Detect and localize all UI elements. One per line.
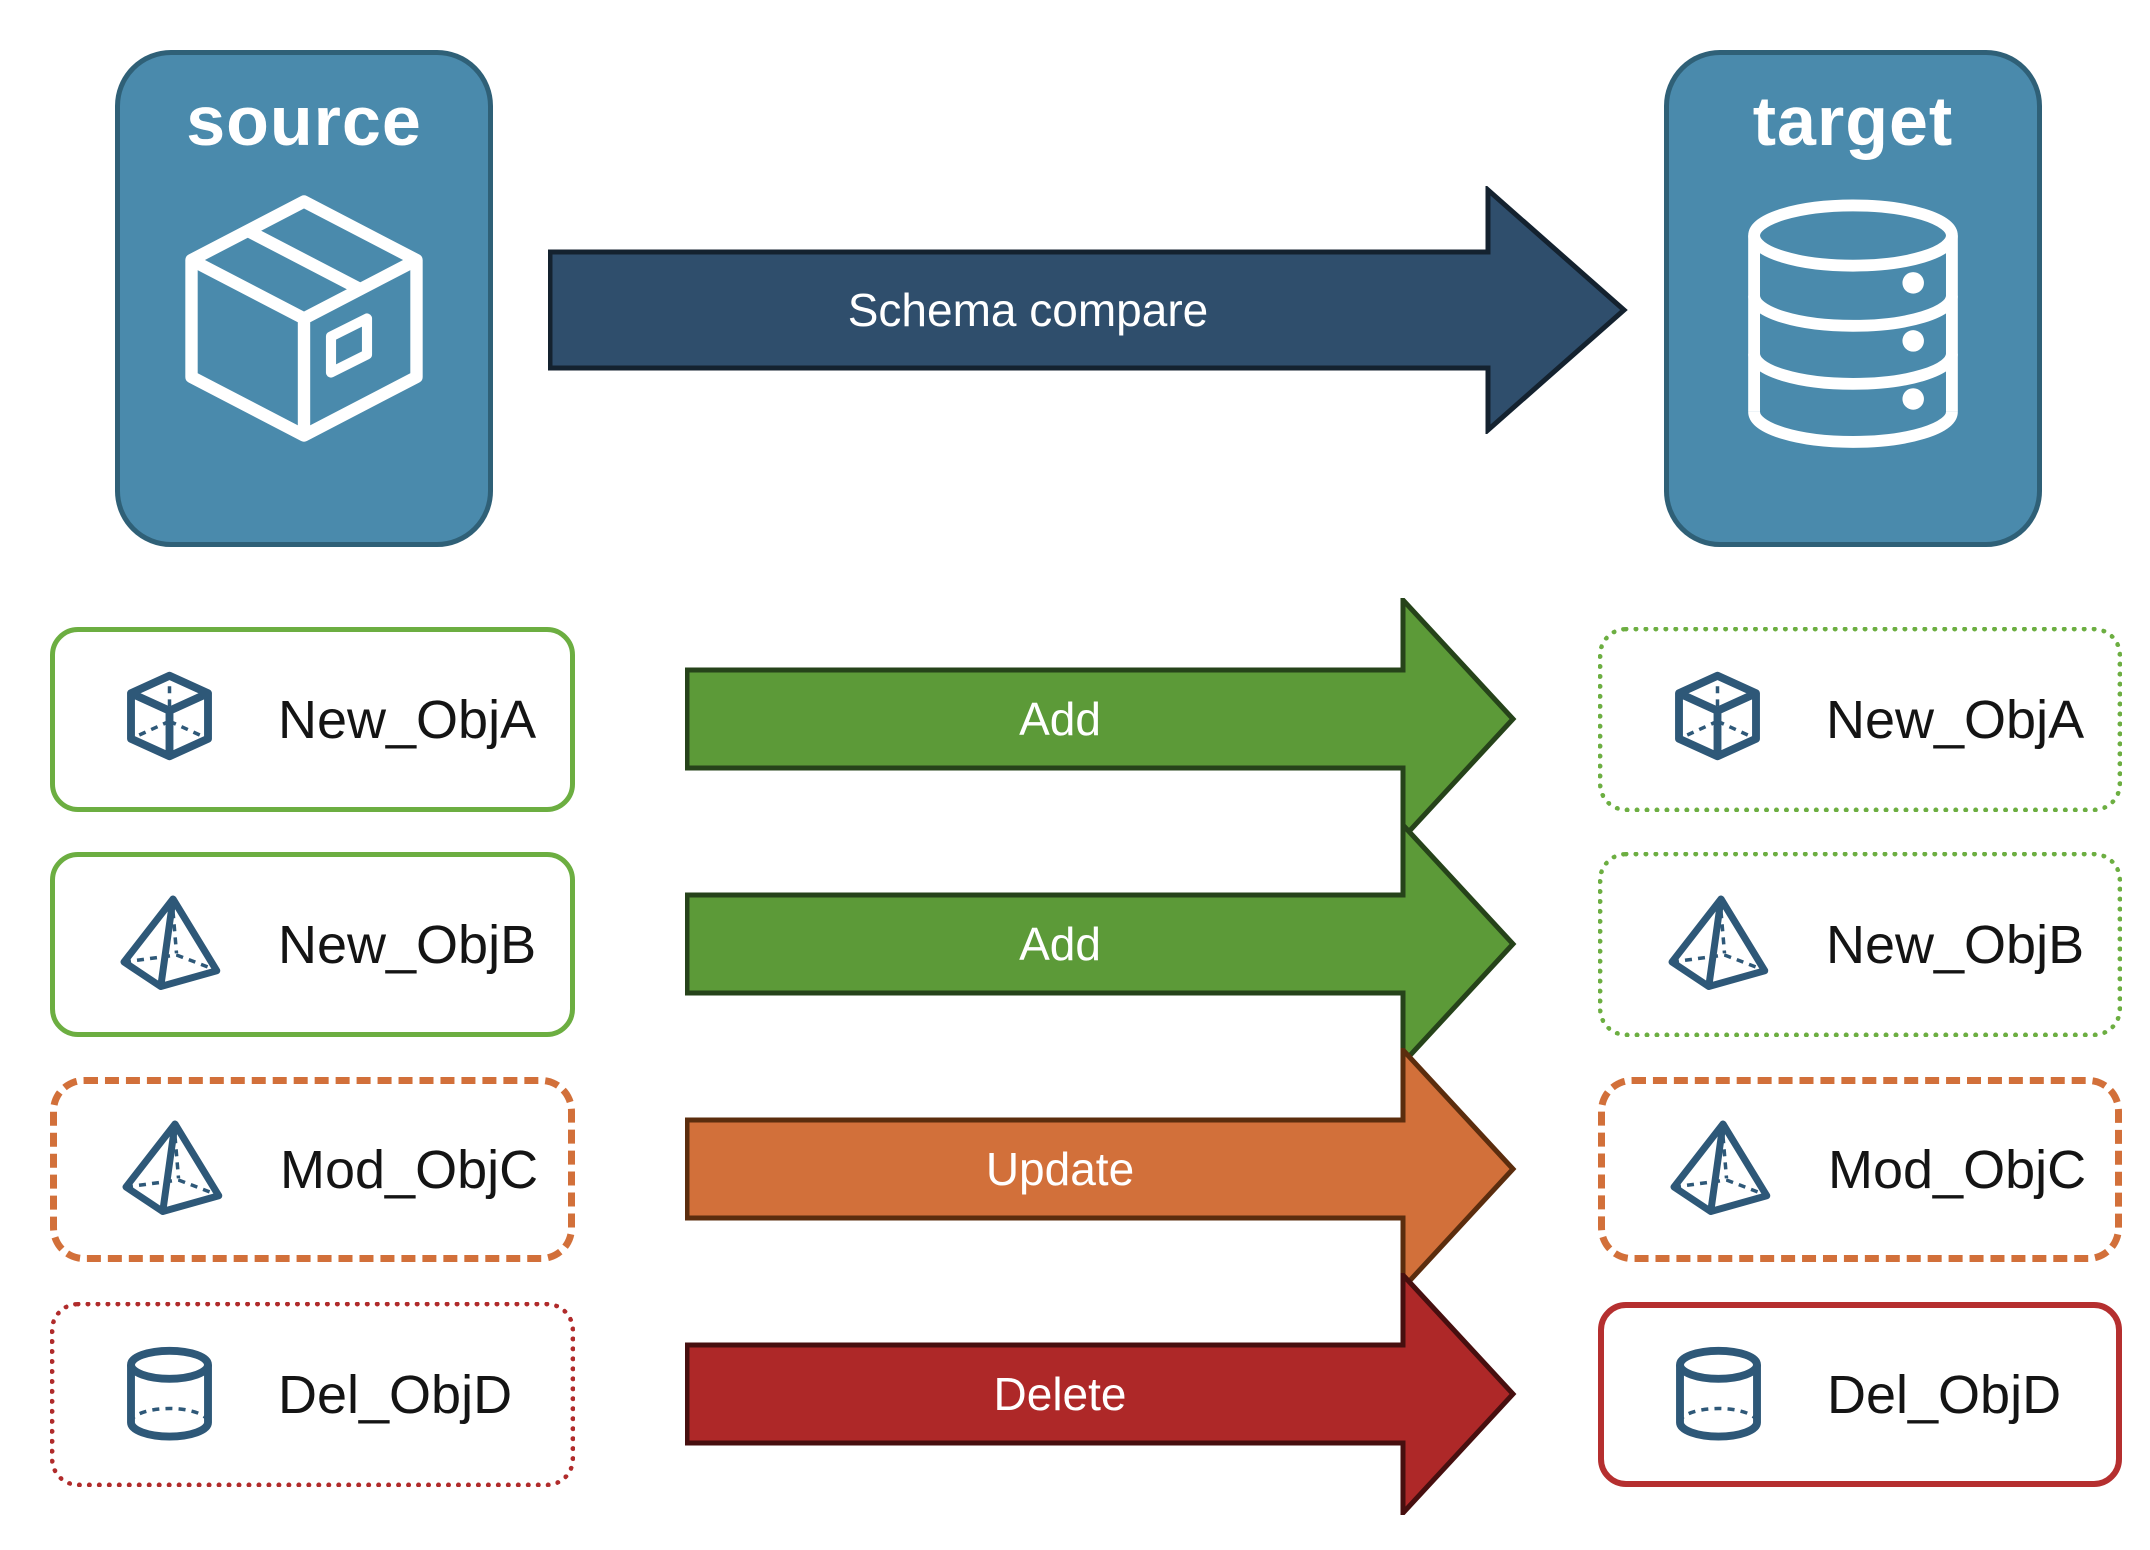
add-arrow-label: Add <box>1019 693 1101 745</box>
pyramid-icon <box>1665 892 1770 997</box>
delete-arrow-row4: Delete <box>685 1273 1517 1515</box>
cube-icon <box>117 667 222 772</box>
target-node: target <box>1664 50 2042 547</box>
add-arrow-row2: Add <box>685 823 1517 1065</box>
add-arrow-label: Add <box>1019 918 1101 970</box>
source-node-label: source <box>186 82 422 160</box>
target-card-mod-objc: Mod_ObjC <box>1598 1077 2122 1262</box>
pyramid-icon <box>119 1117 224 1222</box>
schema-compare-arrow: Schema compare <box>548 186 1628 434</box>
package-icon <box>169 188 439 463</box>
database-icon <box>1724 188 1982 473</box>
target-node-label: target <box>1752 82 1954 160</box>
schema-compare-arrow-label: Schema compare <box>848 284 1209 336</box>
delete-arrow-label: Delete <box>994 1368 1127 1420</box>
object-name: New_ObjA <box>278 689 537 750</box>
cube-icon <box>1665 667 1770 772</box>
pyramid-icon <box>117 892 222 997</box>
target-card-new-obja: New_ObjA <box>1598 627 2122 812</box>
object-name: New_ObjB <box>1826 914 2085 975</box>
object-name: Mod_ObjC <box>1828 1139 2087 1200</box>
update-arrow-row3: Update <box>685 1048 1517 1290</box>
source-card-mod-objc: Mod_ObjC <box>50 1077 575 1262</box>
source-card-new-obja: New_ObjA <box>50 627 575 812</box>
pyramid-icon <box>1667 1117 1772 1222</box>
cylinder-icon <box>117 1342 222 1447</box>
object-name: Del_ObjD <box>278 1364 513 1425</box>
source-card-new-objb: New_ObjB <box>50 852 575 1037</box>
object-name: Del_ObjD <box>1827 1364 2062 1425</box>
target-card-new-objb: New_ObjB <box>1598 852 2122 1037</box>
source-card-del-objd: Del_ObjD <box>50 1302 575 1487</box>
cylinder-icon <box>1666 1342 1771 1447</box>
update-arrow-label: Update <box>986 1143 1134 1195</box>
source-node: source <box>115 50 493 547</box>
target-card-del-objd: Del_ObjD <box>1598 1302 2122 1487</box>
object-name: New_ObjB <box>278 914 537 975</box>
object-name: Mod_ObjC <box>280 1139 539 1200</box>
add-arrow-row1: Add <box>685 598 1517 840</box>
object-name: New_ObjA <box>1826 689 2085 750</box>
